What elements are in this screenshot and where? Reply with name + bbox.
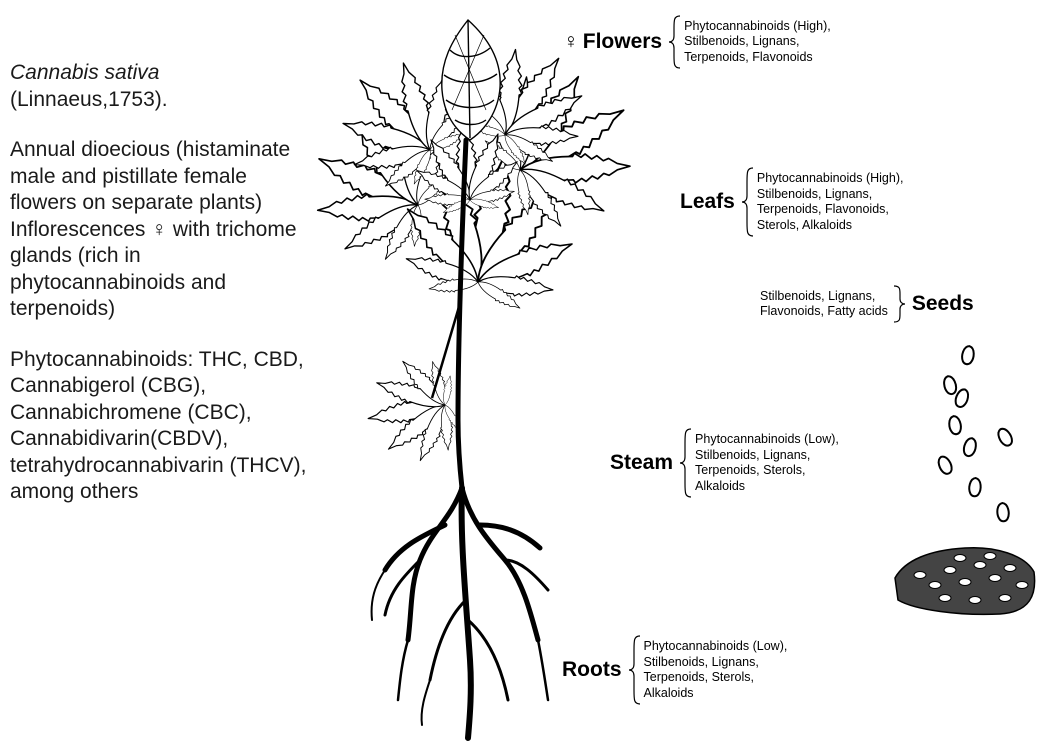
compound-line: Phytocannabinoids (High), — [684, 19, 831, 35]
seeds-compounds: Stilbenoids, Lignans, Flavonoids, Fatty … — [760, 289, 888, 320]
steam-title: Steam — [610, 451, 673, 475]
leafs-label-group: Leafs Phytocannabinoids (High), Stilbeno… — [680, 166, 903, 238]
compound-line: Stilbenoids, Lignans, — [644, 655, 788, 671]
compound-line: Phytocannabinoids (High), — [757, 171, 904, 187]
left-brace-icon — [679, 427, 693, 499]
compound-line: Stilbenoids, Lignans, — [684, 34, 831, 50]
roots-label-group: Roots Phytocannabinoids (Low), Stilbenoi… — [562, 634, 787, 706]
compound-line: Sterols, Alkaloids — [757, 218, 904, 234]
compound-line: Flavonoids, Fatty acids — [760, 304, 888, 320]
compound-line: Phytocannabinoids (Low), — [695, 432, 839, 448]
steam-compounds: Phytocannabinoids (Low), Stilbenoids, Li… — [695, 432, 839, 494]
female-symbol: ♀ — [563, 30, 579, 54]
flowers-compounds: Phytocannabinoids (High), Stilbenoids, L… — [684, 19, 831, 66]
left-brace-icon — [741, 166, 755, 238]
flowers-label-group: ♀ Flowers Phytocannabinoids (High), Stil… — [563, 14, 831, 70]
falling-seeds — [936, 345, 1014, 522]
compound-line: Stilbenoids, Lignans, — [757, 187, 904, 203]
flowers-title: Flowers — [583, 30, 662, 54]
compound-line: Stilbenoids, Lignans, — [760, 289, 888, 305]
compound-line: Terpenoids, Sterols, — [695, 463, 839, 479]
roots-title: Roots — [562, 658, 622, 682]
compound-line: Terpenoids, Flavonoids — [684, 50, 831, 66]
compound-line: Alkaloids — [695, 479, 839, 495]
roots — [372, 488, 548, 738]
steam-label-group: Steam Phytocannabinoids (Low), Stilbenoi… — [610, 427, 839, 499]
roots-compounds: Phytocannabinoids (Low), Stilbenoids, Li… — [644, 639, 788, 701]
compound-line: Phytocannabinoids (Low), — [644, 639, 788, 655]
right-brace-icon — [892, 284, 906, 324]
left-brace-icon — [628, 634, 642, 706]
compound-line: Terpenoids, Flavonoids, — [757, 202, 904, 218]
left-brace-icon — [668, 14, 682, 70]
leafs-compounds: Phytocannabinoids (High), Stilbenoids, L… — [757, 171, 904, 233]
seed-pile — [895, 548, 1035, 615]
compound-line: Terpenoids, Sterols, — [644, 670, 788, 686]
seeds-title: Seeds — [912, 292, 974, 316]
compound-line: Stilbenoids, Lignans, — [695, 448, 839, 464]
compound-line: Alkaloids — [644, 686, 788, 702]
seeds-label-group: Stilbenoids, Lignans, Flavonoids, Fatty … — [760, 284, 974, 324]
leafs-title: Leafs — [680, 190, 735, 214]
